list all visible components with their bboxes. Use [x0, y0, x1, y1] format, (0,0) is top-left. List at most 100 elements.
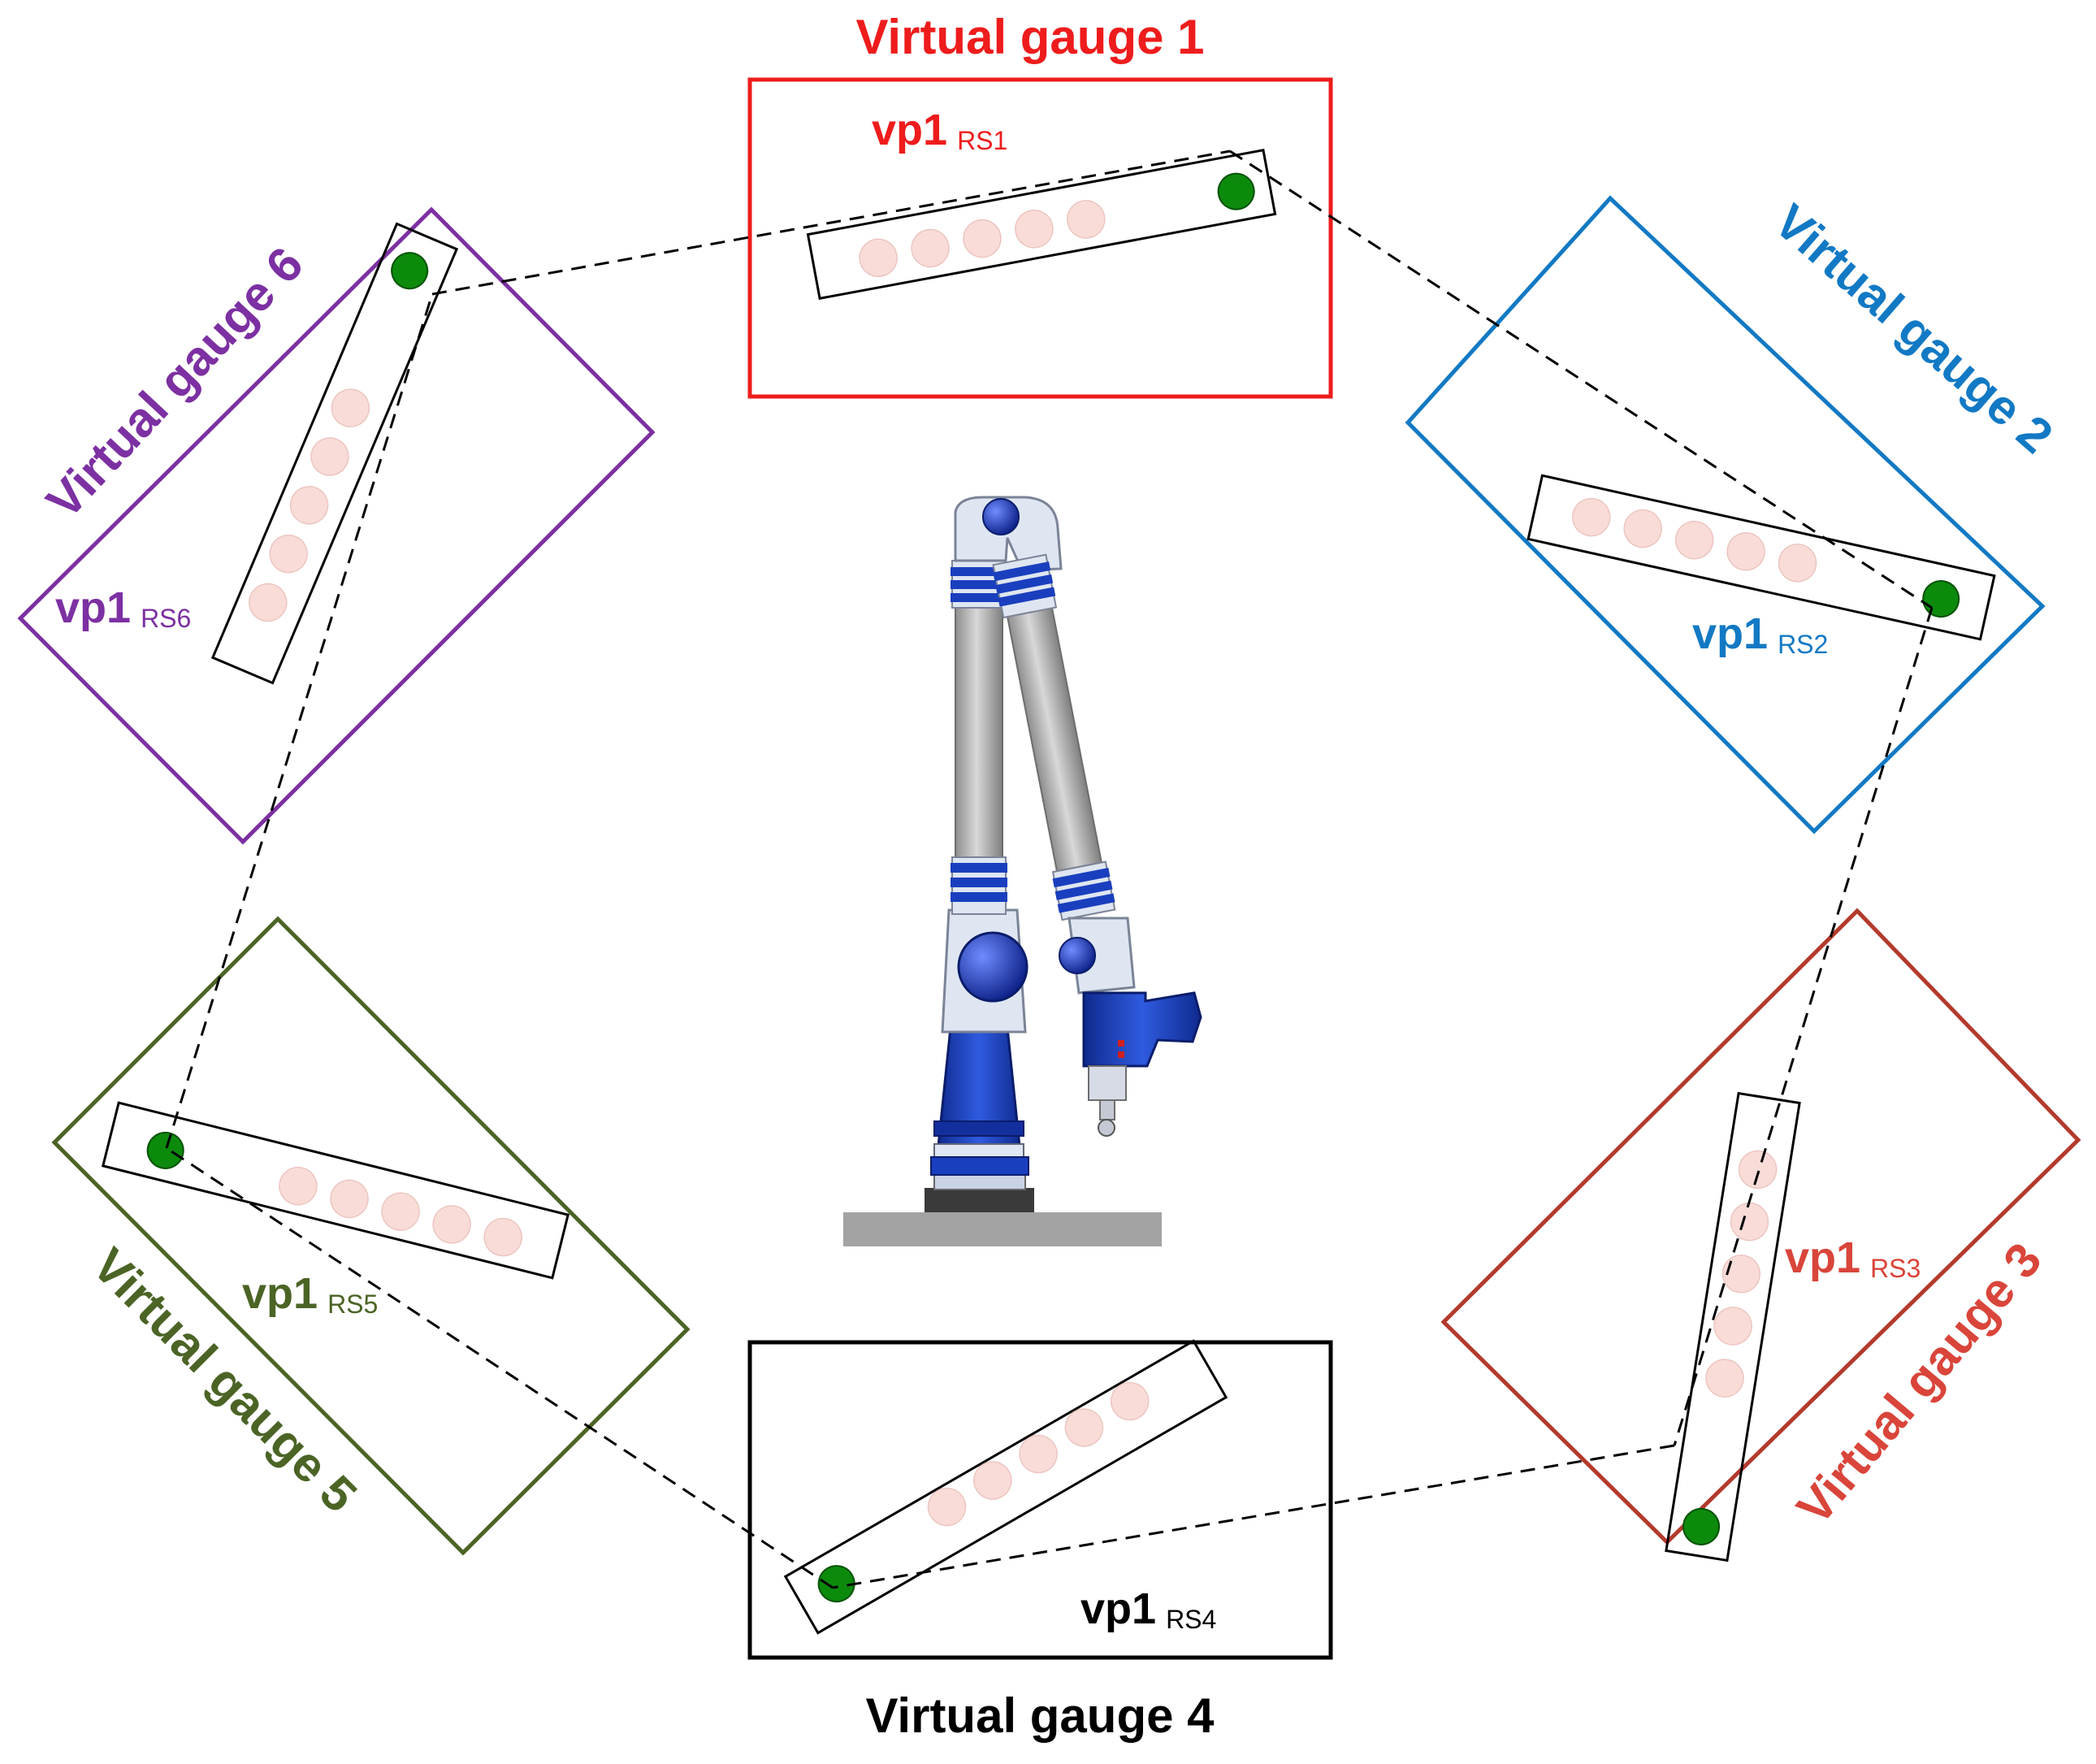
gauge-2-vp-label: vp1 RS2: [1692, 609, 1828, 659]
gauge-1-vp-label: vp1 RS1: [872, 106, 1007, 155]
gauge-3-artifact-bar: [1665, 1091, 1801, 1562]
virtual-gauge-4: Virtual gauge 4 vp1 RS4: [747, 1339, 1333, 1743]
gauge-6-artifact: [210, 222, 459, 685]
gauge-3-vp-name: vp1: [1785, 1233, 1860, 1282]
gauge-6-frame: [17, 206, 656, 845]
gauge-6-artifact-bar: [210, 222, 459, 685]
arm-base-plate: [843, 1212, 1162, 1246]
gauge-5-ghost-point: [432, 1205, 471, 1244]
gauge-2-ghost-point: [1623, 509, 1662, 548]
gauge-4-ghost-point: [927, 1487, 967, 1527]
gauge-5-vp-name: vp1: [242, 1269, 318, 1318]
gauge-6-vp1-point: [391, 252, 429, 290]
arm-elbow-joint: [982, 498, 1020, 535]
virtual-gauge-5: Virtual gauge 5 vp1 RS5: [51, 916, 691, 1556]
gauge-1-ghost-point: [1067, 200, 1106, 239]
gauge-6-ghost-point: [249, 583, 288, 622]
gauge-5-frame: [51, 916, 691, 1556]
gauge-3-ghost-point: [1705, 1359, 1744, 1398]
gauge-5-ghost-point: [330, 1179, 369, 1219]
gauge-6-ghost-point: [289, 486, 329, 525]
gauge-2-ghost-point: [1778, 544, 1817, 583]
gauge-6-ghost-point: [310, 437, 349, 476]
gauge-4-vp-name: vp1: [1080, 1584, 1156, 1633]
gauge-1-title: Virtual gauge 1: [855, 10, 1204, 64]
gauge-2-artifact: [1527, 474, 1996, 641]
arm-wrist-joint: [1059, 937, 1096, 974]
link-vp1-rs5-to-rs6: [165, 293, 434, 1149]
gauge-3-vp-label: vp1 RS3: [1785, 1233, 1921, 1283]
gauge-4-vp1-point: [817, 1565, 855, 1603]
gauge-3-artifact: [1665, 1091, 1801, 1562]
gauge-3-ghost-point: [1738, 1150, 1778, 1190]
gauge-1-vp1-point: [1217, 172, 1255, 210]
gauge-1-artifact-bar: [806, 148, 1277, 301]
gauge-2-ghost-point: [1726, 531, 1765, 571]
arm-shoulder-joint: [957, 931, 1029, 1003]
gauge-1-ghost-point: [911, 228, 950, 268]
gauge-4-artifact: [783, 1339, 1228, 1635]
gauge-1-ghost-point: [859, 238, 898, 278]
gauge-3-ghost-point: [1730, 1202, 1769, 1242]
gauge-4-vp-subscript: RS4: [1166, 1605, 1216, 1634]
link-vp1-rs4-to-rs5: [166, 1146, 834, 1589]
gauge-2-ghost-point: [1674, 520, 1714, 560]
gauge-1-vp-subscript: RS1: [957, 126, 1007, 155]
gauge-1-ghost-point: [963, 219, 1002, 258]
gauge-6-ghost-point: [269, 534, 308, 574]
articulated-arm-cmm-icon: [843, 496, 1202, 1246]
gauge-2-frame: [1405, 195, 2046, 834]
gauge-3-ghost-point: [1721, 1255, 1761, 1294]
gauge-4-ghost-point: [1019, 1434, 1058, 1474]
gauge-2-ghost-point: [1571, 497, 1611, 537]
gauge-5-ghost-point: [381, 1192, 420, 1231]
gauge-6-vp-label: vp1 RS6: [55, 583, 191, 633]
link-vp1-rs6-to-rs1: [431, 150, 1231, 296]
arm-right-tube: [1006, 606, 1103, 873]
gauge-5-ghost-point: [279, 1166, 318, 1206]
gauge-3-vp1-point: [1682, 1507, 1721, 1545]
gauge-5-vp-subscript: RS5: [327, 1289, 378, 1319]
gauge-6-ghost-point: [331, 388, 370, 427]
gauge-5-artifact: [101, 1101, 570, 1280]
virtual-gauge-2: Virtual gauge 2 vp1 RS2: [1405, 194, 2064, 834]
gauge-5-title: Virtual gauge 5: [82, 1237, 367, 1523]
gauge-1-vp-name: vp1: [872, 106, 947, 154]
gauge-2-vp-subscript: RS2: [1778, 630, 1828, 659]
gauge-1-frame: [747, 77, 1333, 399]
gauge-5-vp-label: vp1 RS5: [242, 1269, 378, 1319]
gauge-4-vp-label: vp1 RS4: [1080, 1584, 1216, 1634]
gauge-5-vp1-point: [146, 1131, 184, 1169]
link-vp1-rs1-to-rs2: [1229, 150, 1933, 609]
gauge-3-vp-subscript: RS3: [1870, 1254, 1921, 1283]
gauge-2-artifact-bar: [1527, 474, 1996, 641]
link-vp1-rs3-to-rs4: [832, 1444, 1675, 1589]
gauge-3-ghost-point: [1713, 1307, 1752, 1346]
gauge-5-artifact-bar: [101, 1101, 570, 1280]
arm-probe-handle: [1082, 991, 1202, 1068]
gauge-6-vp-name: vp1: [55, 583, 131, 632]
virtual-gauge-1: Virtual gauge 1 vp1 RS1: [747, 10, 1333, 399]
link-vp1-rs2-to-rs3: [1673, 607, 1934, 1446]
gauge-6-vp-subscript: RS6: [141, 604, 191, 633]
gauge-2-vp1-point: [1922, 580, 1960, 618]
gauge-2-title: Virtual gauge 2: [1765, 194, 2064, 464]
gauge-1-ghost-point: [1015, 210, 1054, 249]
gauge-5-ghost-point: [483, 1217, 522, 1257]
vp1-connection-links: [165, 150, 1934, 1589]
virtual-gauge-6: Virtual gauge 6 vp1 RS6: [17, 206, 656, 845]
gauge-4-ghost-point: [1064, 1408, 1104, 1447]
gauge-6-title: Virtual gauge 6: [36, 236, 314, 528]
gauge-4-artifact-bar: [783, 1339, 1228, 1635]
gauge-4-ghost-point: [973, 1461, 1012, 1500]
gauge-2-vp-name: vp1: [1692, 609, 1768, 658]
gauge-1-artifact: [806, 148, 1277, 301]
gauge-4-ghost-point: [1110, 1381, 1150, 1421]
arm-base-foot: [925, 1188, 1034, 1212]
gauge-4-frame: [747, 1340, 1333, 1660]
arm-left-tube: [955, 605, 1003, 858]
gauge-4-title: Virtual gauge 4: [865, 1688, 1215, 1743]
arm-probe-tip: [1098, 1119, 1115, 1137]
